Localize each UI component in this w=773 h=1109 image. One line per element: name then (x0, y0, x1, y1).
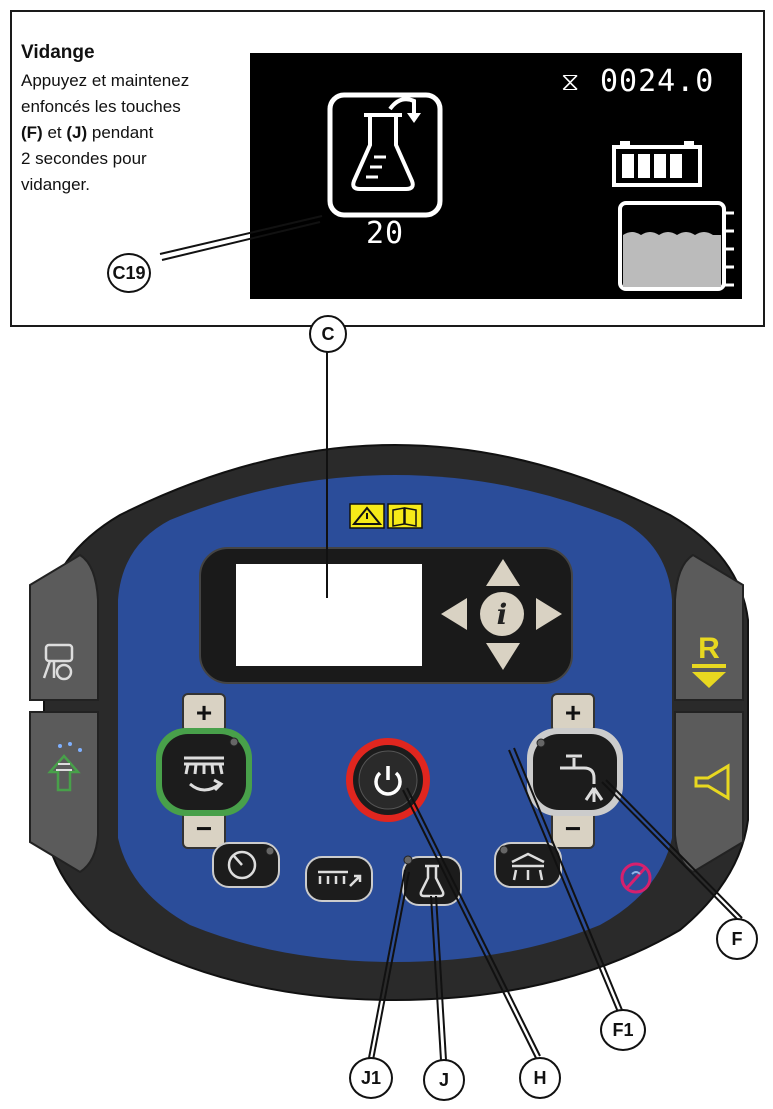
instruction-line-4: 2 secondes pour (21, 149, 147, 168)
callout-c: C (309, 315, 347, 353)
info-label: i (497, 598, 508, 631)
callout-h: H (519, 1057, 561, 1099)
power-icon (374, 766, 402, 796)
left-lower-side-key (29, 711, 99, 874)
brush-discharge-icon (318, 870, 362, 887)
hourglass-icon: ⧖ (561, 67, 580, 97)
key-f-ref: (F) (21, 123, 43, 142)
instruction-line-1: Appuyez et maintenez (21, 71, 190, 90)
speed-indicator-led (265, 846, 275, 856)
drain-indicator-led (403, 855, 413, 865)
vacuum-icon (511, 852, 545, 881)
callout-j1: J1 (349, 1057, 393, 1099)
solution-minus-label: − (565, 813, 581, 844)
instruction-line-5: vidanger. (21, 175, 90, 194)
battery-icon (612, 141, 702, 187)
warning-label (349, 503, 385, 529)
callout-f1: F1 (600, 1009, 646, 1051)
instruction-and: et (47, 123, 62, 142)
callout-f: F (716, 918, 758, 960)
left-upper-side-key (29, 553, 99, 701)
instruction-line-2: enfoncés les touches (21, 97, 181, 116)
callout-j: J (423, 1059, 465, 1101)
lcd-screen: ⧖ 0024.0 (250, 53, 742, 299)
instruction-line-3: (F) et (J) pendant (21, 120, 246, 146)
leader-lines (159, 215, 743, 1061)
faucet-icon (560, 754, 604, 802)
instruction-text: Appuyez et maintenez enfoncés les touche… (21, 68, 246, 198)
solution-key (533, 734, 617, 810)
key-j-ref: (J) (66, 123, 88, 142)
solution-plus-label: + (565, 697, 581, 728)
brush-discharge-key (305, 856, 373, 902)
nav-down-icon (486, 643, 520, 670)
instruction-title: Vidange (21, 42, 95, 63)
nav-left-icon (441, 598, 467, 630)
speed-key (212, 842, 280, 888)
nav-up-icon (486, 559, 520, 586)
manual-label (387, 503, 423, 529)
hour-meter-value: 0024.0 (600, 64, 715, 99)
drain-flask-icon (327, 92, 443, 218)
eco-mode-icon (47, 742, 82, 792)
tank-level-icon (618, 201, 734, 291)
display-window (236, 564, 422, 666)
no-water-icon (620, 862, 652, 894)
nav-right-icon (536, 598, 562, 630)
speedometer-icon (227, 850, 257, 880)
brush-icon (184, 756, 224, 792)
instruction-line-3-end: pendant (91, 123, 154, 142)
solution-indicator-led (536, 738, 546, 748)
screen-graphics (327, 92, 734, 291)
brush-indicator-led (229, 737, 239, 747)
info-button (480, 592, 524, 636)
vacuum-indicator-led (499, 845, 509, 855)
drain-count-value: 20 (366, 216, 405, 251)
callout-c19: C19 (107, 253, 151, 293)
horn-icon (694, 763, 730, 801)
right-upper-side-key (674, 553, 744, 701)
reverse-icon: R (692, 632, 726, 688)
right-lower-side-key (674, 711, 744, 874)
brush-minus-label: − (196, 813, 212, 844)
brush-plus-label: + (196, 697, 212, 728)
reverse-letter: R (698, 632, 720, 665)
machine-settings-icon (42, 643, 74, 681)
